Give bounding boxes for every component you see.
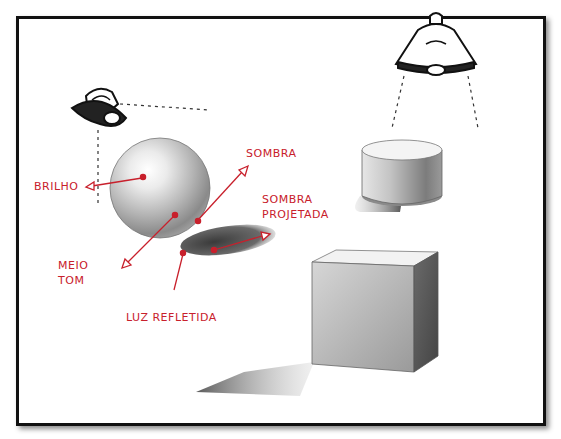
- cast-shadow-label: SOMBRA PROJETADA: [262, 192, 352, 222]
- leader-lines: [86, 166, 270, 290]
- reflected-light-label: LUZ REFLETIDA: [126, 310, 217, 325]
- lamp-right: [396, 13, 476, 75]
- halftone-label: MEIO TOM: [58, 258, 100, 288]
- lamp-left: [72, 89, 126, 126]
- highlight-label: BRILHO: [34, 179, 79, 194]
- shadow-label: SOMBRA: [246, 146, 296, 161]
